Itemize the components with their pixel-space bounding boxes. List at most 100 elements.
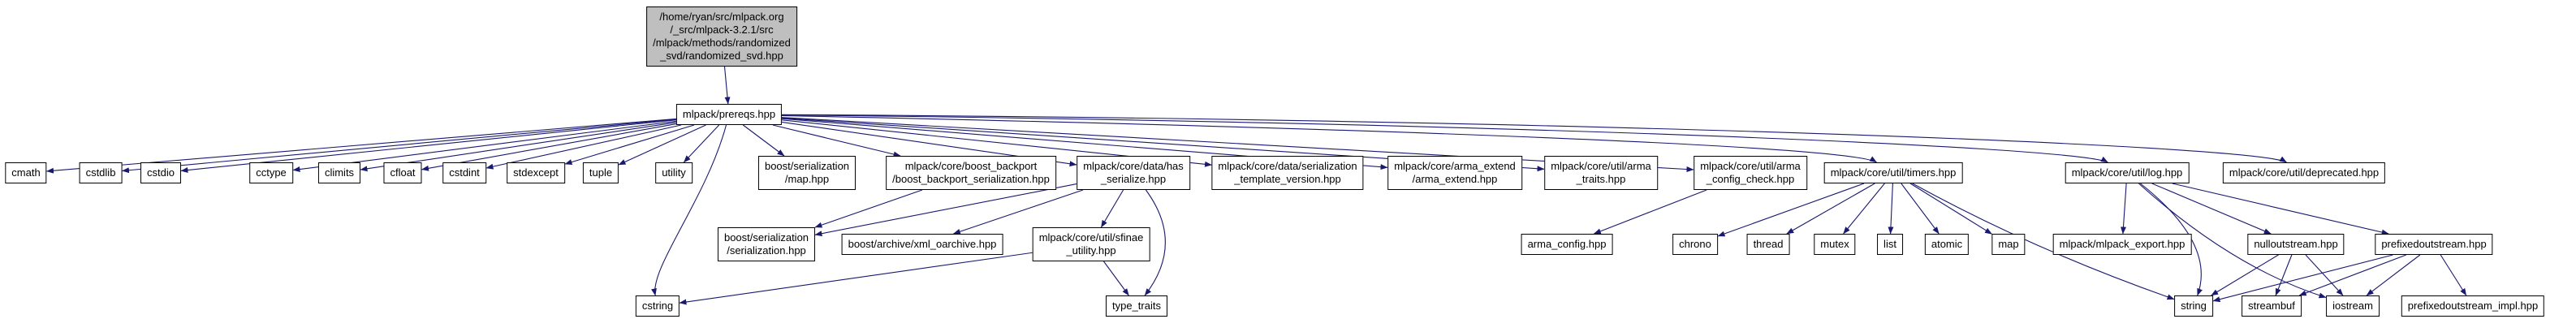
graph-node-label: boost/serialization: [723, 231, 809, 244]
graph-node-label: mutex: [1820, 238, 1849, 250]
edge-prereqs-to-boost-backport-serialization: [772, 124, 901, 157]
graph-node-label: _template_version.hpp: [1234, 173, 1341, 185]
graph-node-iostream: iostream: [2326, 295, 2380, 317]
edge-has-serialize-to-sfinae-utility: [1100, 189, 1124, 228]
edge-arma-config-check-to-arma-config: [1593, 189, 1707, 235]
edge-boost-backport-serialization-to-boost-serialization-serialization: [814, 189, 923, 228]
graph-node-timers[interactable]: mlpack/core/util/timers.hpp: [1823, 162, 1963, 183]
graph-node-tuple: tuple: [582, 162, 619, 183]
graph-node-cstdint: cstdint: [442, 162, 486, 183]
graph-node-label: _serialize.hpp: [1100, 173, 1167, 185]
graph-node-cstring: cstring: [635, 295, 680, 317]
graph-node-label: mlpack/core/util/timers.hpp: [1830, 166, 1957, 179]
edge-timers-to-string: [1912, 183, 2175, 300]
graph-node-deprecated[interactable]: mlpack/core/util/deprecated.hpp: [2222, 162, 2386, 183]
graph-node-log[interactable]: mlpack/core/util/log.hpp: [2065, 162, 2190, 183]
graph-node-cstdio: cstdio: [140, 162, 181, 183]
graph-node-prefixedoutstream-impl[interactable]: prefixedoutstream_impl.hpp: [2401, 295, 2545, 317]
graph-node-cfloat: cfloat: [383, 162, 422, 183]
graph-node-label: map: [1998, 238, 2019, 250]
graph-node-type-traits: type_traits: [1106, 295, 1167, 317]
edge-log-to-nulloutstream: [2151, 183, 2272, 235]
graph-node-randomized-svd: /home/ryan/src/mlpack.org/_src/mlpack-3.…: [646, 6, 797, 67]
graph-node-arma-config[interactable]: arma_config.hpp: [1521, 234, 1613, 255]
graph-node-label: _traits.hpp: [1576, 173, 1626, 185]
graph-node-prefixedoutstream[interactable]: prefixedoutstream.hpp: [2375, 234, 2493, 255]
graph-node-boost-backport-serialization[interactable]: mlpack/core/boost_backport/boost_backpor…: [886, 156, 1056, 190]
graph-node-label: utility: [662, 166, 686, 179]
graph-node-arma-traits[interactable]: mlpack/core/util/arma_traits.hpp: [1544, 156, 1658, 190]
graph-node-sfinae-utility[interactable]: mlpack/core/util/sfinae_utility.hpp: [1032, 227, 1150, 261]
graph-node-climits: climits: [317, 162, 361, 183]
graph-node-label: mlpack/core/util/arma: [1700, 160, 1801, 172]
graph-node-label: mlpack/core/util/sfinae: [1038, 231, 1144, 244]
graph-node-label: string: [2181, 300, 2207, 312]
edge-sfinae-utility-to-cstring: [679, 252, 1033, 305]
graph-node-label: mlpack/core/data/serialization: [1218, 160, 1357, 172]
graph-node-label: cmath: [11, 166, 41, 179]
graph-node-cstdlib: cstdlib: [79, 162, 123, 183]
graph-node-label: _config_check.hpp: [1706, 173, 1795, 185]
graph-node-label: mlpack/core/boost_backport: [904, 160, 1038, 172]
graph-node-label: mlpack/core/util/log.hpp: [2071, 166, 2183, 179]
edge-prereqs-to-utility: [683, 124, 720, 163]
graph-node-atomic: atomic: [1924, 234, 1970, 255]
graph-node-label: thread: [1753, 238, 1784, 250]
graph-node-label: tuple: [589, 166, 613, 179]
graph-node-cmath: cmath: [5, 162, 47, 183]
graph-node-label: boost/serialization: [764, 160, 850, 172]
graph-node-label: /boost_backport_serialization.hpp: [892, 173, 1050, 185]
graph-node-label: mlpack/mlpack_export.hpp: [2059, 238, 2186, 250]
edge-prereqs-to-deprecated: [781, 114, 2287, 163]
edge-nulloutstream-to-iostream: [2305, 254, 2344, 296]
edge-timers-to-map: [1909, 183, 1992, 235]
edge-timers-to-mutex: [1843, 183, 1885, 235]
graph-node-label: /home/ryan/src/mlpack.org: [659, 11, 784, 23]
graph-node-chrono: chrono: [1672, 234, 1718, 255]
graph-node-map: map: [1991, 234, 2026, 255]
graph-node-label: /_src/mlpack-3.2.1/src: [670, 24, 774, 36]
edge-prereqs-to-log: [781, 114, 2108, 163]
edge-log-to-string: [2140, 183, 2203, 296]
graph-node-label: atomic: [1931, 238, 1963, 250]
edge-prereqs-to-cfloat: [421, 123, 677, 171]
edge-randomized-svd-to-prereqs: [723, 66, 731, 105]
graph-node-arma-extend[interactable]: mlpack/core/arma_extend/arma_extend.hpp: [1387, 156, 1522, 190]
graph-node-label: prefixedoutstream.hpp: [2381, 238, 2487, 250]
edge-prereqs-to-boost-serialization-map: [742, 124, 785, 157]
graph-node-label: _utility.hpp: [1066, 244, 1116, 257]
graph-node-cctype: cctype: [249, 162, 293, 183]
edge-nulloutstream-to-streambuf: [2275, 254, 2293, 296]
graph-node-arma-config-check[interactable]: mlpack/core/util/arma_config_check.hpp: [1694, 156, 1807, 190]
edge-prereqs-to-climits: [360, 122, 677, 172]
graph-node-stdexcept: stdexcept: [507, 162, 565, 183]
edge-timers-to-list: [1888, 183, 1894, 235]
edge-log-to-mlpack-export: [2120, 183, 2127, 235]
graph-node-label: arma_config.hpp: [1527, 238, 1607, 250]
edge-prereqs-to-cstdint: [485, 124, 682, 170]
edge-prefixedoutstream-to-string: [2212, 254, 2393, 303]
graph-node-label: streambuf: [2248, 300, 2295, 312]
graph-node-label: cstring: [641, 300, 674, 312]
graph-node-mutex: mutex: [1814, 234, 1856, 255]
graph-node-has-serialize[interactable]: mlpack/core/data/has_serialize.hpp: [1077, 156, 1190, 190]
graph-node-prereqs[interactable]: mlpack/prereqs.hpp: [675, 104, 783, 125]
edge-prefixedoutstream-to-iostream: [2366, 254, 2421, 296]
graph-node-label: mlpack/core/data/has: [1083, 160, 1184, 172]
edge-prereqs-to-stdexcept: [564, 124, 695, 165]
graph-node-label: cstdint: [449, 166, 480, 179]
graph-node-label: /mlpack/methods/randomized: [653, 37, 791, 49]
graph-node-label: climits: [324, 166, 355, 179]
graph-node-mlpack-export[interactable]: mlpack/mlpack_export.hpp: [2052, 234, 2192, 255]
edge-prereqs-to-arma-config-check: [781, 117, 1694, 173]
graph-node-list: list: [1877, 234, 1903, 255]
graph-node-label: cfloat: [390, 166, 416, 179]
graph-node-string: string: [2174, 295, 2213, 317]
edge-has-serialize-to-boost-serialization-serialization: [814, 183, 1077, 237]
graph-node-label: cctype: [256, 166, 287, 179]
graph-node-label: mlpack/core/util/deprecated.hpp: [2229, 166, 2380, 179]
graph-node-label: /map.hpp: [784, 173, 830, 185]
graph-node-serialization-template-version[interactable]: mlpack/core/data/serialization_template_…: [1211, 156, 1364, 190]
graph-node-nulloutstream[interactable]: nulloutstream.hpp: [2247, 234, 2345, 255]
